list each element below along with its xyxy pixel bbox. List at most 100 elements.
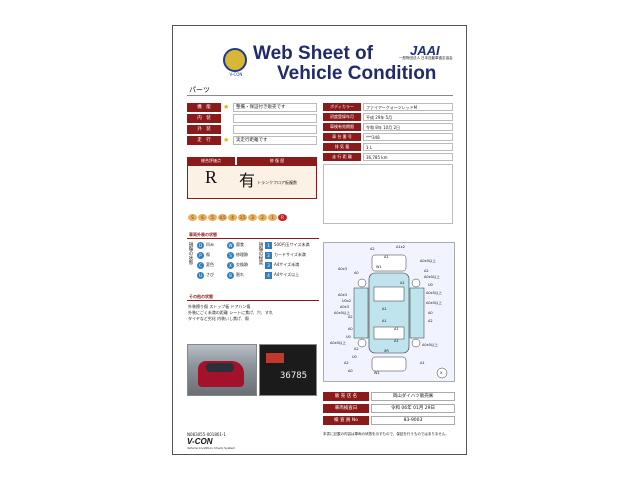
damage-label: A1: [420, 361, 425, 365]
vcon-logo-label: V-CON: [229, 72, 243, 77]
legend-label: 変色: [206, 262, 214, 267]
condition-value: [233, 114, 317, 123]
damage-label: U0: [428, 283, 433, 287]
damage-label: W1: [374, 371, 380, 375]
damage-size-title: 損傷の程度: [258, 242, 263, 265]
grade-scale-item: 6: [198, 214, 207, 221]
damage-label: X: [440, 371, 443, 375]
damage-label: A1: [400, 281, 405, 285]
condition-label: 機 能: [187, 103, 221, 112]
legend-code-icon: C: [197, 261, 204, 269]
damage-label: A2: [424, 269, 429, 273]
vehicle-value: 令和 8年 10月 2日: [363, 123, 453, 131]
legend-code-icon: W: [227, 241, 234, 249]
document-number: N083055-001861-1: [187, 432, 226, 437]
vehicle-row: ボディカラー ファイアークォーツレッドM: [323, 103, 453, 112]
dealer-value: 83-9003: [371, 416, 455, 425]
damage-label: A0x5以上: [330, 341, 346, 345]
dealer-label: 検 査 員 No: [323, 416, 369, 425]
legend-code-icon: P: [197, 251, 204, 259]
damage-label: A0x3: [338, 267, 347, 271]
vehicle-row: 排 気 量 1 L: [323, 143, 453, 152]
damage-label: A0x5以上: [426, 291, 442, 295]
gauge-panel: [266, 353, 284, 363]
condition-value: 整備・保証付き販売です: [233, 103, 317, 112]
vehicle-row: 初度登録年月 平成 29年 5月: [323, 113, 453, 122]
damage-label: A0: [428, 311, 433, 315]
star-icon: ★: [223, 136, 230, 144]
star-icon: ★: [223, 103, 230, 111]
car-window: [206, 363, 234, 372]
vehicle-row: 走 行 距 離 36,785 km: [323, 153, 453, 162]
grade-scale-item: 4: [228, 214, 237, 221]
legend-label: 凹み: [206, 242, 214, 247]
legend-size-icon: 4: [265, 271, 272, 279]
page-title-line1: Web Sheet of: [253, 43, 373, 64]
damage-label: A1: [382, 319, 387, 323]
vehicle-label: 走 行 距 離: [323, 153, 361, 161]
legend-label: 修理跡: [236, 252, 248, 257]
damage-label: U0: [352, 355, 357, 359]
damage-label: A2: [344, 361, 349, 365]
damage-label: A1x2: [396, 245, 405, 249]
damage-diagram: A2 A1x2 A1 W1 A0x5以上 A0x3 A0 A2 A0x5以上 U…: [323, 242, 455, 382]
legend-code-icon: B: [227, 271, 234, 279]
vehicle-row: 車 台 番 号 ***348: [323, 133, 453, 142]
legend-code-icon: D: [197, 241, 204, 249]
vehicle-table: ボディカラー ファイアークォーツレッドM 初度登録年月 平成 29年 5月 車検…: [323, 103, 453, 162]
dealer-info: 販 売 店 名 岡山ダイハツ販売㈱ 車両検査日 令和 06年 01月 29日 検…: [323, 392, 455, 426]
damage-label: A0: [348, 327, 353, 331]
damage-label: A2: [428, 319, 433, 323]
damage-label: A1: [394, 339, 399, 343]
grade-scale-item: 2: [258, 214, 267, 221]
odometer-photo: 36785: [259, 344, 317, 396]
page-title-line2: Vehicle Condition: [277, 63, 437, 84]
divider: [187, 95, 453, 96]
car-outline: [353, 254, 448, 379]
condition-row: 外 装: [187, 125, 317, 135]
condition-label: 外 装: [187, 125, 221, 134]
legend-box: [187, 238, 319, 289]
vehicle-row: 車検有効期限 令和 8年 10月 2日: [323, 123, 453, 132]
legend-size-icon: 3: [265, 261, 272, 269]
dealer-label: 車両検査日: [323, 404, 369, 413]
legend-label: A4サイズ未満: [274, 262, 300, 267]
dealer-label: 販 売 店 名: [323, 392, 369, 401]
damage-label: A1: [382, 307, 387, 311]
damage-label: A0x3: [338, 293, 347, 297]
legend-label: 腐食: [236, 242, 244, 247]
notes-box: [323, 164, 453, 224]
dealer-value: 岡山ダイハツ販売㈱: [371, 392, 455, 401]
overall-score: R: [204, 167, 217, 187]
legend-label: さび: [206, 272, 214, 277]
parts-heading: パーツ: [189, 86, 210, 94]
condition-table: 機 能 ★ 整備・保証付き販売です 内 装 外 装 走 行 ★ 実走行距離です: [187, 103, 317, 146]
condition-label: 走 行: [187, 136, 221, 145]
damage-label: W1: [376, 265, 382, 269]
damage-label: U0x2: [342, 299, 352, 303]
grade-scale-item: 4.5: [218, 214, 227, 221]
legend-label: A4サイズ以上: [274, 272, 300, 277]
repair-history-label: 修 復 歴: [237, 157, 317, 165]
other-box: 外装擦り傷 ストップ板 ドアハン傷 外装にごく未満の距離 シートに焦げ、穴、すれ…: [187, 300, 319, 341]
damage-state-title: 損傷の状態: [188, 242, 193, 265]
car-photo: [187, 344, 257, 396]
exterior-section-title: 車両外装の状態: [189, 232, 217, 237]
repair-note: トランクフロア板複数: [257, 180, 297, 185]
other-text: 外装擦り傷 ストップ板 ドアハン傷: [188, 304, 251, 309]
jaai-org-name: 一般財団法人 日本自動車査定協会: [399, 56, 453, 60]
condition-value: [233, 125, 317, 134]
legend-size-icon: 2: [265, 251, 272, 259]
vcon-brand: V-CON: [187, 437, 213, 446]
grade-scale-item-selected: R: [278, 214, 287, 221]
legend-label: 500円玉サイズ未満: [274, 242, 310, 247]
damage-label: A0x5以上: [424, 275, 440, 279]
grade-scale-item: 5: [208, 214, 217, 221]
vcon-brand-sub: Vehicle Condition Check System: [187, 446, 236, 450]
repair-history-value: 有: [239, 173, 256, 190]
damage-label: A2: [348, 315, 353, 319]
grade-scale-item: 3.5: [238, 214, 247, 221]
